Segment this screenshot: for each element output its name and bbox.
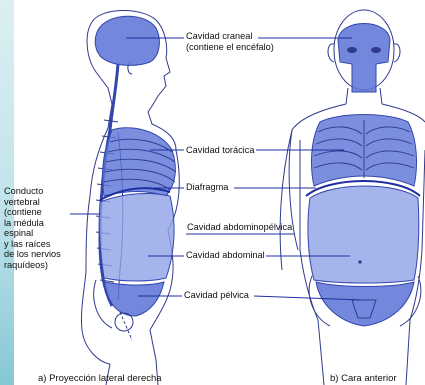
cranial-cavity-lateral (95, 16, 159, 65)
thoracic-cavity-lateral (102, 128, 175, 196)
navel-anterior (358, 260, 361, 263)
abdominal-cavity-lateral (99, 194, 174, 281)
label-diaphragm: Diafragma (186, 182, 228, 193)
pelvic-cavity-anterior (316, 282, 414, 326)
label-thoracic-cavity: Cavidad torácica (186, 145, 254, 156)
caption-lateral-view: a) Proyección lateral derecha (38, 373, 162, 384)
caption-anterior-view: b) Cara anterior (330, 373, 397, 384)
pelvic-cavity-lateral (104, 282, 164, 316)
label-abdominopelvic-cavity: Cavidad abdominopélvica (187, 222, 292, 233)
label-abdominal-cavity: Cavidad abdominal (186, 250, 265, 261)
label-pelvic-cavity: Cavidad pélvica (184, 290, 249, 301)
label-cranial-cavity: Cavidad craneal (contiene el encéfalo) (186, 31, 274, 52)
label-vertebral-canal: Conducto vertebral (contiene la médula e… (4, 186, 61, 270)
abdominal-cavity-anterior (308, 186, 419, 283)
